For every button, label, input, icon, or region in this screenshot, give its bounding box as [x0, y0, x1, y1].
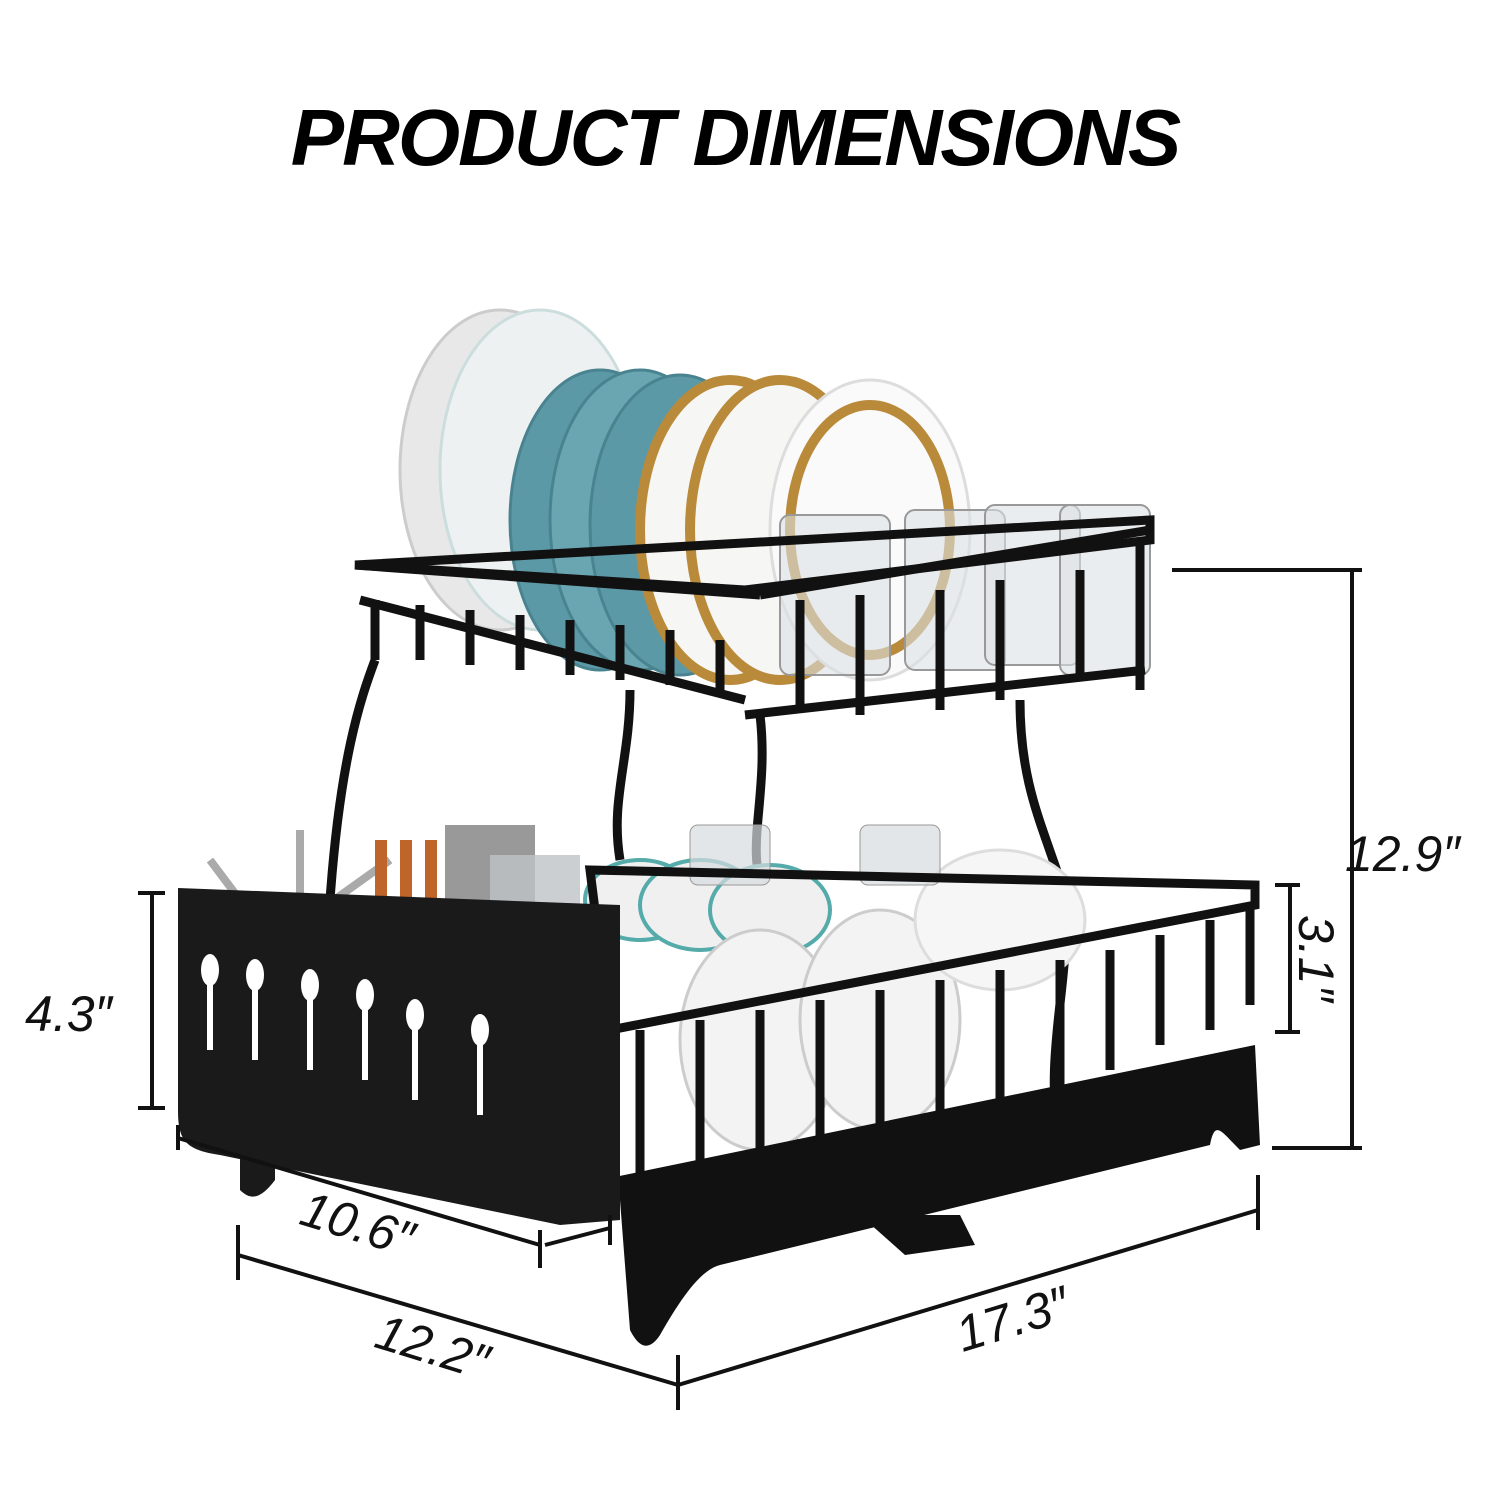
utensil-holder	[178, 825, 620, 1225]
depth-line	[236, 1225, 680, 1410]
width-line	[677, 1175, 1260, 1387]
holder-depth-line	[176, 1125, 612, 1268]
basket-height-line	[1275, 883, 1300, 1034]
holder-height-line	[138, 891, 165, 1110]
holder-height-label: 4.3″	[25, 986, 113, 1042]
drip-tray	[600, 1045, 1260, 1346]
dimension-lines	[138, 568, 1362, 1410]
total-height-label: 12.9″	[1345, 826, 1461, 882]
basket-height-label: 3.1″	[1288, 915, 1344, 1003]
page-title: PRODUCT DIMENSIONS	[290, 93, 1182, 182]
height-line	[1172, 568, 1362, 1150]
